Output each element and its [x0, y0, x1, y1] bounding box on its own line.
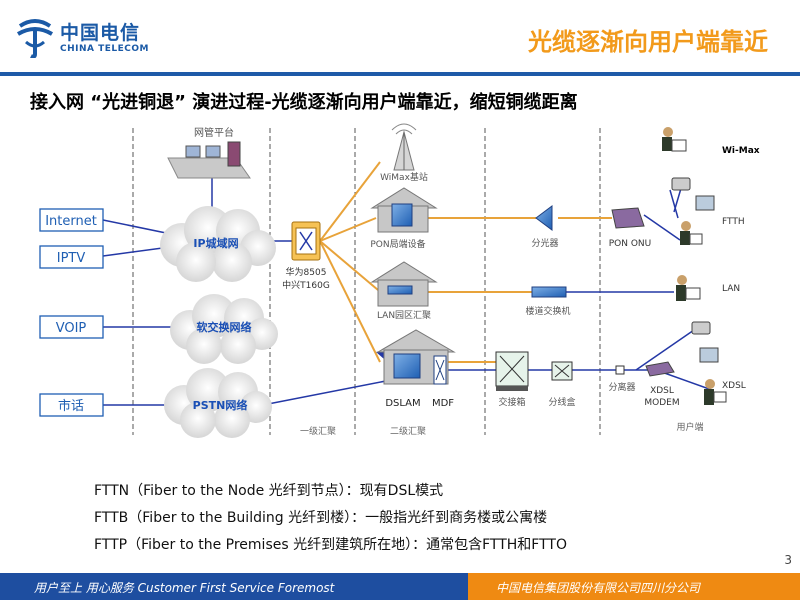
- pstn-cloud: PSTN网络: [164, 368, 272, 438]
- iptv-box: IPTV: [39, 245, 104, 269]
- access-lan-label: LAN: [722, 284, 740, 294]
- switch-model-2: 中兴T160G: [282, 279, 330, 291]
- splitter-label: 分光器: [531, 237, 558, 249]
- access-wimax-label: Wi-Max: [722, 146, 760, 156]
- zone-separators: [132, 128, 601, 435]
- iptv-label: IPTV: [57, 251, 86, 266]
- china-telecom-emblem-icon: [16, 19, 54, 59]
- header-divider: [0, 72, 800, 76]
- onu-device-icon: [611, 207, 645, 229]
- switch-cross-icon: [299, 231, 313, 251]
- voip-box: VOIP: [39, 315, 104, 339]
- mgmt-platform: 网管平台: [167, 126, 251, 179]
- access-xdsl-label: XDSL: [722, 381, 746, 391]
- footer-company: 中国电信集团股份有限公司四川分公司: [496, 581, 701, 595]
- cross-box: 交接箱: [495, 351, 529, 408]
- softswitch-cloud: 软交换网络: [170, 294, 278, 364]
- voip-label: VOIP: [56, 321, 87, 336]
- footer-right-band: [468, 573, 800, 600]
- note-fttn: FTTN（Fiber to the Node 光纤到节点）：现有DSL模式: [94, 483, 444, 499]
- pon-olt: PON局端设备: [370, 187, 438, 250]
- modem-icon: [645, 361, 675, 377]
- pon-olt-icon: [391, 203, 413, 227]
- zone-label-user: 用户端: [676, 421, 703, 433]
- user-terminals: [662, 127, 727, 405]
- xdsl-user-icon: [704, 379, 727, 405]
- pstn-label: PSTN网络: [193, 398, 248, 412]
- logo-english-name: CHINA TELECOM: [60, 44, 149, 54]
- ftth-user-icon: [680, 221, 703, 245]
- cross-box-label: 交接箱: [498, 396, 525, 408]
- pon-onu: PON ONU: [609, 207, 652, 249]
- xdsl-splitter: 分离器: [608, 365, 636, 393]
- xdsl-modem-label-2: MODEM: [644, 398, 679, 408]
- lan-aggregation-label: LAN园区汇聚: [377, 310, 431, 321]
- note-fttp: FTTP（Fiber to the Premises 光纤到建筑所在地）：通常包…: [94, 537, 567, 553]
- xdsl-splitter-label: 分离器: [608, 381, 635, 393]
- lan-user-icon: [676, 275, 701, 301]
- note-fttb: FTTB（Fiber to the Building 光纤到楼）：一般指光纤到商…: [94, 510, 548, 526]
- mgmt-pc-icon: [185, 145, 201, 158]
- fiber-links: [319, 161, 612, 363]
- phone-icon: [671, 177, 691, 191]
- xdsl-modem-label-1: XDSL: [650, 386, 674, 396]
- core-switch: 华为8505 中兴T160G: [282, 221, 330, 291]
- tv-icon: [695, 195, 715, 211]
- corridor-switch-icon: [531, 286, 567, 298]
- ip-metro-cloud: IP城域网: [160, 206, 276, 282]
- xdsl-phone-icon: [691, 321, 711, 335]
- distribution-box-label: 分线盒: [548, 396, 575, 408]
- internet-label: Internet: [45, 214, 97, 229]
- dslam: DSLAM MDF: [376, 329, 456, 409]
- footer-left-band: [0, 573, 468, 600]
- splitter-icon: [535, 205, 553, 231]
- logo-chinese-name: 中国电信: [60, 22, 141, 44]
- mgmt-platform-label: 网管平台: [194, 126, 234, 139]
- wimax-user-icon: [662, 127, 687, 152]
- zone-label-level1: 一级汇聚: [300, 425, 336, 437]
- internet-box: Internet: [39, 208, 104, 232]
- access-ftth-label: FTTH: [722, 217, 745, 227]
- mdf-label: MDF: [432, 398, 454, 409]
- slide-subtitle: 接入网 “光进铜退” 演进过程-光缆逐渐向用户端靠近，缩短铜缆距离: [30, 92, 578, 113]
- wimax-station-label: WiMax基站: [380, 171, 428, 183]
- xdsl-tv-icon: [699, 347, 719, 363]
- switch-model-1: 华为8505: [286, 266, 327, 278]
- lan-switch-icon: [387, 285, 413, 295]
- local-call-label: 市话: [58, 398, 84, 414]
- ip-metro-label: IP城域网: [193, 236, 238, 250]
- corridor-switch: 楼道交换机: [525, 286, 571, 317]
- page-number: 3: [784, 553, 792, 567]
- mgmt-server-icon: [227, 141, 241, 167]
- page-title: 光缆逐渐向用户端靠近: [528, 28, 768, 56]
- local-call-box: 市话: [39, 393, 104, 417]
- lan-aggregation: LAN园区汇聚: [370, 261, 438, 321]
- dslam-label: DSLAM: [385, 398, 420, 409]
- distribution-box: 分线盒: [548, 361, 576, 408]
- wimax-station: WiMax基站: [380, 123, 428, 183]
- pon-olt-label: PON局端设备: [370, 238, 425, 250]
- softswitch-label: 软交换网络: [197, 320, 252, 334]
- footer-slogan: 用户至上 用心服务 Customer First Service Foremos…: [34, 581, 335, 595]
- xdsl-modem: XDSL MODEM: [644, 361, 680, 408]
- access-network-diagram: Internet IPTV VOIP 市话 IP城域网 软交换网络 PSTN网络: [39, 123, 760, 438]
- mgmt-pc-icon: [205, 145, 221, 158]
- optical-splitter: 分光器: [531, 205, 559, 249]
- china-telecom-logo: 中国电信 CHINA TELECOM: [14, 14, 164, 64]
- corridor-switch-label: 楼道交换机: [525, 305, 570, 317]
- dslam-icon: [393, 353, 421, 379]
- footer-bar: 用户至上 用心服务 Customer First Service Foremos…: [0, 573, 800, 600]
- zone-label-level2: 二级汇聚: [390, 425, 426, 437]
- pon-onu-label: PON ONU: [609, 239, 652, 249]
